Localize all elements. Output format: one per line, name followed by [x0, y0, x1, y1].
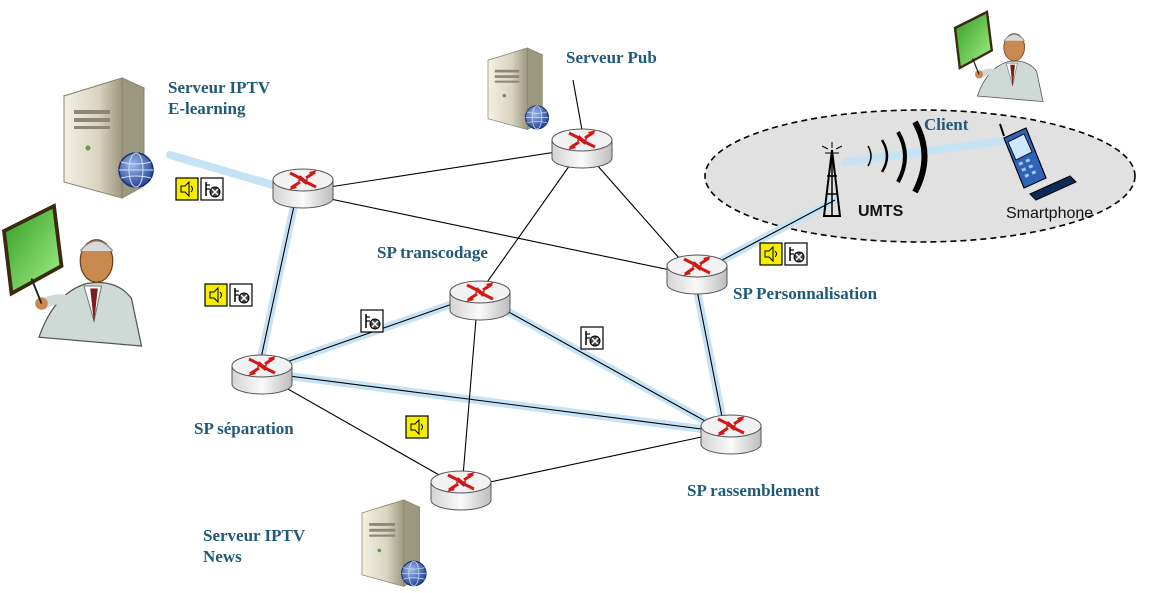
radio-waves-icon	[867, 120, 928, 194]
video-cross-icon	[229, 283, 253, 307]
router-personnalisation-icon	[665, 253, 729, 296]
label-serveur-iptv-elearning-line2: E-learning	[168, 99, 246, 119]
server-iptv-news-icon	[361, 499, 427, 587]
label-sp-separation: SP séparation	[194, 419, 294, 438]
video-cross-icon	[784, 242, 808, 266]
router-pub-icon	[550, 127, 614, 170]
label-sp-personnalisation: SP Personnalisation	[733, 284, 878, 303]
label-serveur-iptv-news-line1: Serveur IPTV	[203, 526, 306, 545]
smartphone-icon	[999, 123, 1077, 201]
speaker-icon	[204, 283, 228, 307]
video-cross-icon	[580, 326, 604, 350]
label-umts: UMTS	[858, 203, 904, 220]
label-sp-transcodage: SP transcodage	[377, 243, 488, 262]
label-client: Client	[924, 115, 969, 134]
router-news-icon	[429, 469, 493, 512]
router-transcodage-icon	[448, 279, 512, 322]
video-cross-icon	[360, 309, 384, 333]
label-serveur-pub: Serveur Pub	[566, 48, 657, 67]
speaker-icon	[405, 415, 429, 439]
label-serveur-iptv-elearning: Serveur IPTV E-learning	[168, 77, 270, 120]
presenter-top-right-icon	[955, 12, 1043, 102]
server-pub-icon	[487, 47, 550, 130]
server-iptv-elearning-icon	[63, 77, 154, 199]
speaker-icon	[759, 242, 783, 266]
network-links	[257, 79, 836, 489]
label-serveur-iptv-news: Serveur IPTV News	[203, 525, 305, 568]
router-separation-icon	[230, 353, 294, 396]
router-rassemblement-icon	[699, 413, 763, 456]
video-cross-icon	[200, 177, 224, 201]
label-sp-rassemblement: SP rassemblement	[687, 481, 820, 500]
antenna-icon	[821, 142, 843, 217]
label-serveur-iptv-news-line2: News	[203, 547, 242, 567]
label-smartphone: Smartphone	[1006, 205, 1094, 222]
label-serveur-iptv-elearning-line1: Serveur IPTV	[168, 78, 271, 97]
router-top-left-icon	[271, 167, 335, 210]
presenter-left-icon	[4, 206, 142, 346]
speaker-icon	[175, 177, 199, 201]
